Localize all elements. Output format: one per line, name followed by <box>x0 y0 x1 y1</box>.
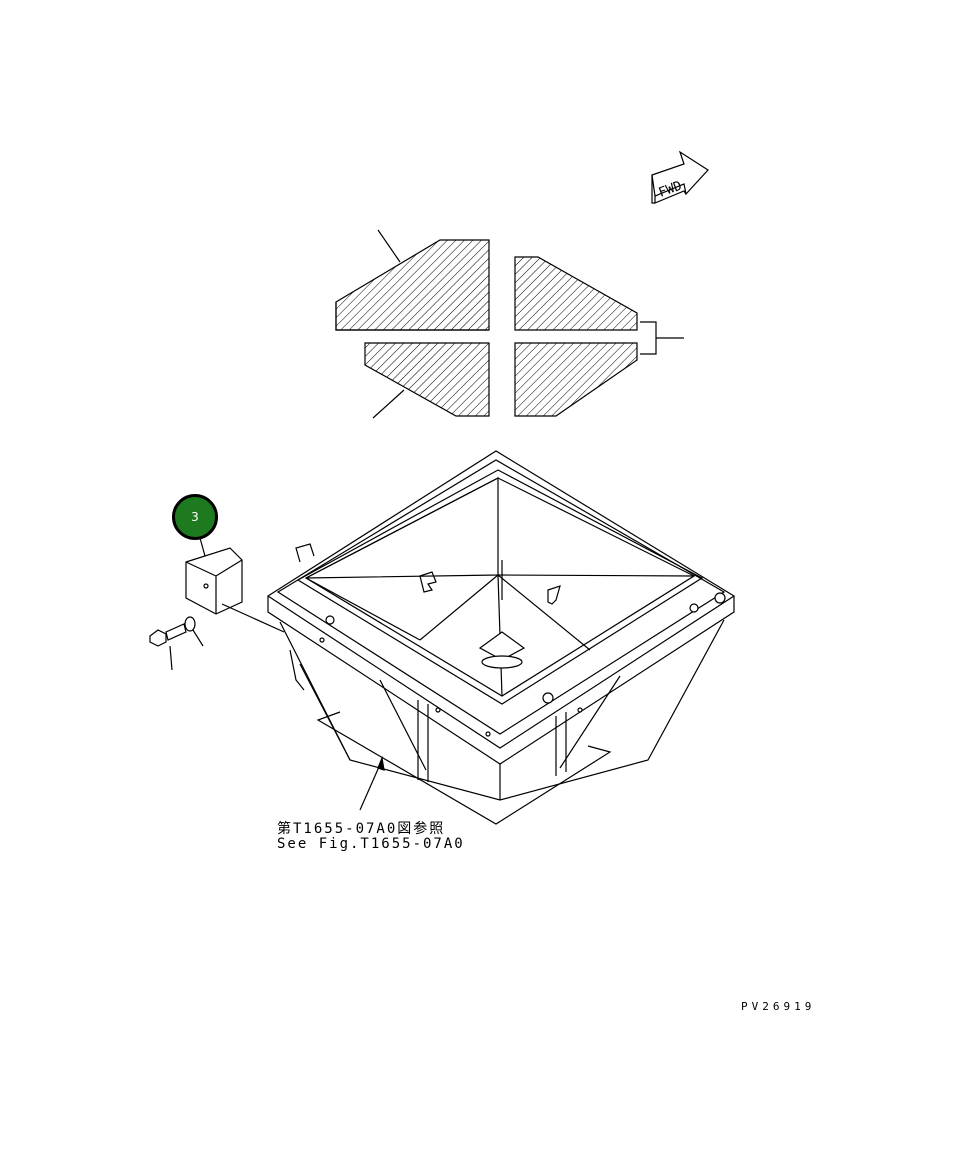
hopper-body <box>266 450 736 825</box>
reference-note-japanese: 第T1655-07A0図参照 <box>277 821 446 837</box>
bracket-assembly <box>149 537 285 671</box>
filter-plates <box>335 229 684 419</box>
callout-3-button[interactable]: 3 <box>172 494 218 540</box>
fwd-arrow-icon: FWD <box>651 150 709 204</box>
reference-note-english: See Fig.T1655-07A0 <box>277 836 465 852</box>
drawing-number: PV26919 <box>741 1000 816 1013</box>
